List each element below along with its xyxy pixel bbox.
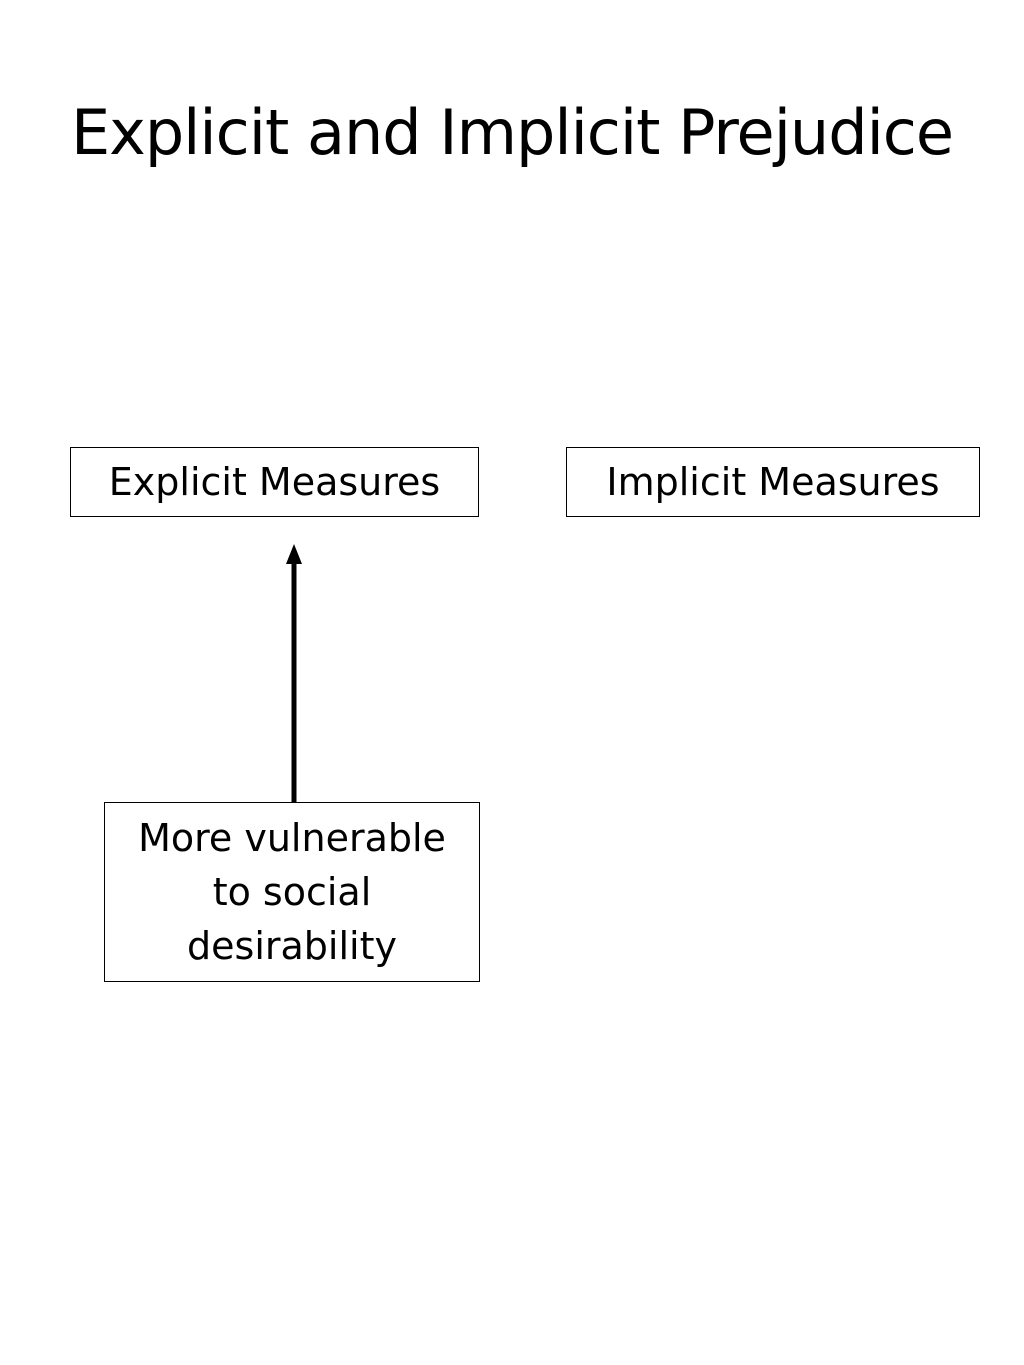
slide-title: Explicit and Implicit Prejudice bbox=[70, 96, 954, 169]
social-desirability-box: More vulnerable to social desirability bbox=[104, 802, 480, 982]
explicit-measures-label: Explicit Measures bbox=[108, 460, 441, 504]
explicit-measures-box: Explicit Measures bbox=[70, 447, 479, 517]
implicit-measures-box: Implicit Measures bbox=[566, 447, 980, 517]
up-arrow bbox=[286, 544, 302, 802]
implicit-measures-label: Implicit Measures bbox=[606, 460, 940, 504]
arrow-head bbox=[286, 544, 302, 564]
social-desirability-label: More vulnerable to social desirability bbox=[138, 816, 446, 968]
